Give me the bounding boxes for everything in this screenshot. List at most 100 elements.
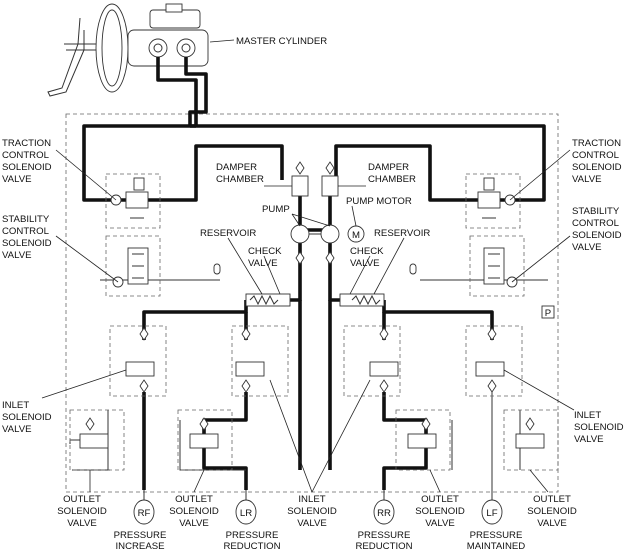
- reservoir-left: [245, 293, 291, 307]
- wheel-lf: LF: [481, 490, 503, 525]
- check-right-line-2: VALVE: [350, 258, 380, 269]
- master-cylinder-assembly: [47, 3, 235, 97]
- damper-chamber-left: [291, 161, 309, 197]
- stability-valve-left: [105, 235, 161, 297]
- damper-left-line-1: DAMPER: [216, 162, 257, 173]
- outlet-3-line-2: SOLENOID: [415, 506, 465, 517]
- status-rf-line-1: PRESSURE: [114, 530, 167, 541]
- status-lf-line-2: MAINTAINED: [467, 541, 526, 552]
- inlet-center-line-3: VALVE: [297, 518, 327, 529]
- status-rr-line-2: REDUCTION: [355, 541, 412, 552]
- stability-right-line-3: SOLENOID: [572, 230, 622, 241]
- reservoir-right-label: RESERVOIR: [374, 228, 430, 239]
- inlet-center-line-2: SOLENOID: [287, 506, 337, 517]
- label-inlet-left: INLET SOLENOID VALVE: [2, 400, 52, 435]
- accumulator-right: [409, 263, 417, 275]
- traction-right-line-2: CONTROL: [572, 150, 620, 161]
- inlet-left-line-1: INLET: [2, 400, 29, 411]
- traction-left-line-4: VALVE: [2, 174, 32, 185]
- wheel-lr: LR: [235, 490, 257, 525]
- stability-valve-right: [469, 235, 525, 297]
- label-traction-right: TRACTION CONTROL SOLENOID VALVE: [572, 138, 622, 185]
- wheel-lr-label: LR: [240, 508, 252, 519]
- reservoir-right: [339, 293, 385, 307]
- damper-right-line-1: DAMPER: [368, 162, 409, 173]
- wheel-rr: RR: [373, 490, 395, 525]
- outlet-4-line-1: OUTLET: [533, 494, 571, 505]
- label-inlet-right: INLET SOLENOID VALVE: [574, 410, 624, 445]
- wheel-rf: RF: [133, 490, 155, 525]
- outlet-2-line-1: OUTLET: [175, 494, 213, 505]
- label-outlet-4: OUTLET SOLENOID VALVE: [527, 494, 577, 529]
- pressure-lines: [82, 57, 546, 490]
- port-p-box: [541, 305, 555, 319]
- stability-right-line-2: CONTROL: [572, 218, 620, 229]
- pump-left: [290, 224, 310, 244]
- wheel-rf-label: RF: [138, 508, 151, 519]
- traction-left-line-3: SOLENOID: [2, 162, 52, 173]
- damper-chamber-right: [321, 161, 339, 197]
- label-check-left: CHECK VALVE: [248, 246, 282, 269]
- port-p-label: P: [545, 308, 551, 319]
- label-damper-right: DAMPER CHAMBER: [368, 162, 416, 185]
- traction-left-line-2: CONTROL: [2, 150, 50, 161]
- master-cylinder-label: MASTER CYLINDER: [236, 36, 327, 47]
- outlet-valve-lr: [177, 409, 233, 471]
- traction-right-line-3: SOLENOID: [572, 162, 622, 173]
- outlet-2-line-2: SOLENOID: [169, 506, 219, 517]
- stability-left-line-2: CONTROL: [2, 226, 50, 237]
- inlet-right-line-1: INLET: [574, 410, 601, 421]
- outlet-1-line-2: SOLENOID: [57, 506, 107, 517]
- damper-left-line-2: CHAMBER: [216, 174, 264, 185]
- inlet-left-line-3: VALVE: [2, 424, 32, 435]
- status-rf: PRESSURE INCREASE: [114, 530, 167, 552]
- leader-lines: [41, 149, 575, 493]
- stability-left-line-4: VALVE: [2, 250, 32, 261]
- check-right-line-1: CHECK: [350, 246, 384, 257]
- outlet-1-line-3: VALVE: [67, 518, 97, 529]
- label-stability-left: STABILITY CONTROL SOLENOID VALVE: [2, 214, 52, 261]
- outlet-4-line-2: SOLENOID: [527, 506, 577, 517]
- stability-right-line-1: STABILITY: [572, 206, 620, 217]
- outlet-1-line-1: OUTLET: [63, 494, 101, 505]
- inlet-right-line-3: VALVE: [574, 434, 604, 445]
- outlet-3-line-3: VALVE: [425, 518, 455, 529]
- traction-right-line-1: TRACTION: [572, 138, 621, 149]
- outlet-4-line-3: VALVE: [537, 518, 567, 529]
- inlet-valve-rr: [343, 325, 401, 397]
- status-lr: PRESSURE REDUCTION: [223, 530, 280, 552]
- inlet-right-line-2: SOLENOID: [574, 422, 624, 433]
- check-left-line-1: CHECK: [248, 246, 282, 257]
- status-rr-line-1: PRESSURE: [358, 530, 411, 541]
- outlet-valve-lf: [503, 409, 559, 471]
- wheel-rr-label: RR: [377, 508, 391, 519]
- stability-right-line-4: VALVE: [572, 242, 602, 253]
- pump-right: [320, 224, 340, 244]
- pump-label: PUMP: [262, 204, 290, 215]
- outlet-3-line-1: OUTLET: [421, 494, 459, 505]
- status-lf-line-1: PRESSURE: [470, 530, 523, 541]
- status-lf: PRESSURE MAINTAINED: [467, 530, 526, 552]
- stability-left-line-3: SOLENOID: [2, 238, 52, 249]
- outlet-2-line-3: VALVE: [179, 518, 209, 529]
- status-rf-line-2: INCREASE: [115, 541, 164, 552]
- status-rr: PRESSURE REDUCTION: [355, 530, 412, 552]
- label-inlet-center: INLET SOLENOID VALVE: [287, 494, 337, 529]
- status-lr-line-2: REDUCTION: [223, 541, 280, 552]
- label-outlet-2: OUTLET SOLENOID VALVE: [169, 494, 219, 529]
- inlet-center-line-1: INLET: [298, 494, 325, 505]
- label-stability-right: STABILITY CONTROL SOLENOID VALVE: [572, 206, 622, 253]
- outlet-valve-rf: [69, 409, 125, 471]
- pump-motor-label: PUMP MOTOR: [346, 196, 412, 207]
- status-lr-line-1: PRESSURE: [226, 530, 279, 541]
- label-outlet-1: OUTLET SOLENOID VALVE: [57, 494, 107, 529]
- outlet-valve-rr: [395, 409, 451, 471]
- label-outlet-3: OUTLET SOLENOID VALVE: [415, 494, 465, 529]
- label-check-right: CHECK VALVE: [350, 246, 384, 269]
- pump-motor-symbol: M: [352, 230, 360, 241]
- traction-left-line-1: TRACTION: [2, 138, 51, 149]
- reservoir-left-label: RESERVOIR: [200, 228, 256, 239]
- wheel-lf-label: LF: [486, 508, 497, 519]
- inlet-valve-lf: [465, 325, 523, 397]
